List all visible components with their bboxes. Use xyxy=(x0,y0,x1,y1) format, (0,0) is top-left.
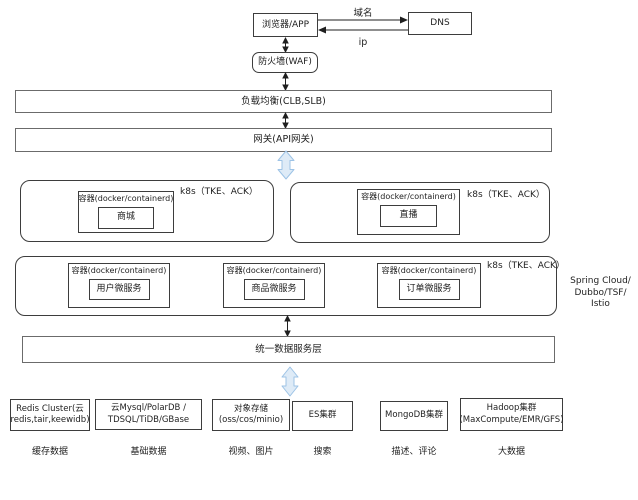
arrow-waf-lb-icon xyxy=(280,72,291,91)
node-mall: 商城 xyxy=(98,206,154,229)
edge-ip-label: ip xyxy=(358,37,368,48)
node-order-microservice: 订单微服务 xyxy=(398,278,460,300)
container-live-title: 容器(docker/containerd) xyxy=(361,192,456,201)
node-object-storage-line-1: 对象存储 xyxy=(233,403,268,414)
node-gateway: 网关(API网关) xyxy=(15,128,552,152)
caption-cache-data: 缓存数据 xyxy=(31,447,68,457)
node-object-storage: 对象存储 (oss/cos/minio) xyxy=(212,399,290,431)
container-user-ms-title: 容器(docker/containerd) xyxy=(71,266,167,275)
container-mall: 容器(docker/containerd) 商城 xyxy=(78,191,174,233)
node-object-storage-line-2: (oss/cos/minio) xyxy=(218,415,284,425)
arrow-browser-waf-icon xyxy=(280,37,291,53)
container-live: 容器(docker/containerd) 直播 xyxy=(357,189,460,235)
node-hadoop-line-2: (MaxCompute/EMR/GFS) xyxy=(459,414,564,425)
node-gateway-label: 网关(API网关) xyxy=(253,134,314,146)
arrow-microservices-datalayer-icon xyxy=(282,315,293,337)
node-hadoop-line-1: Hadoop集群 xyxy=(486,403,537,414)
node-waf-label: 防火墙(WAF) xyxy=(258,57,312,68)
node-load-balancer: 负载均衡(CLB,SLB) xyxy=(15,90,552,113)
framework-line-3: Istio xyxy=(591,299,610,310)
node-mongodb-cluster: MongoDB集群 xyxy=(380,401,448,431)
node-mongodb-cluster-label: MongoDB集群 xyxy=(385,410,443,421)
node-redis-cluster: Redis Cluster(云 redis,tair,keewidb) xyxy=(10,399,90,431)
edge-domain-label: 域名 xyxy=(353,8,373,19)
node-mysql-cluster: 云Mysql/PolarDB / TDSQL/TiDB/GBase xyxy=(95,399,202,430)
arrow-datalayer-storage-icon xyxy=(281,366,299,397)
node-es-cluster-label: ES集群 xyxy=(308,410,337,421)
arrow-ip-to-browser-icon xyxy=(318,25,408,35)
container-user-ms: 容器(docker/containerd) 用户微服务 xyxy=(68,263,170,308)
framework-line-2: Dubbo/TSF/ xyxy=(574,287,627,298)
framework-annotation: Spring Cloud/ Dubbo/TSF/ Istio xyxy=(563,276,638,311)
framework-line-1: Spring Cloud/ xyxy=(570,276,631,286)
node-browser-app-label: 浏览器/APP xyxy=(261,19,310,30)
node-order-microservice-label: 订单微服务 xyxy=(406,283,452,294)
node-user-microservice: 用户微服务 xyxy=(88,278,150,300)
node-load-balancer-label: 负载均衡(CLB,SLB) xyxy=(241,95,326,107)
k8s-label-microservices: k8s（TKE、ACK） xyxy=(487,261,565,271)
node-live-label: 直播 xyxy=(399,210,418,221)
node-mysql-line-1: 云Mysql/PolarDB / xyxy=(111,403,186,414)
container-product-ms: 容器(docker/containerd) 商品微服务 xyxy=(223,263,325,308)
node-redis-line-2: redis,tair,keewidb) xyxy=(10,415,90,425)
node-product-microservice-label: 商品微服务 xyxy=(251,283,297,294)
node-mysql-line-2: TDSQL/TiDB/GBase xyxy=(107,414,190,425)
caption-search: 搜索 xyxy=(313,447,332,457)
k8s-label-mall: k8s（TKE、ACK） xyxy=(180,187,258,197)
node-redis-line-1: Redis Cluster(云 xyxy=(16,403,84,414)
node-dns-label: DNS xyxy=(430,18,450,29)
caption-big-data: 大数据 xyxy=(497,447,525,457)
caption-desc-comment: 描述、评论 xyxy=(391,447,437,457)
node-hadoop-cluster: Hadoop集群 (MaxCompute/EMR/GFS) xyxy=(459,398,564,431)
node-browser-app: 浏览器/APP xyxy=(253,13,318,37)
node-data-layer-label: 统一数据服务层 xyxy=(255,343,322,355)
node-product-microservice: 商品微服务 xyxy=(243,278,305,300)
node-dns: DNS xyxy=(408,12,472,35)
node-es-cluster: ES集群 xyxy=(292,401,353,431)
node-live: 直播 xyxy=(380,204,437,227)
node-data-layer: 统一数据服务层 xyxy=(22,336,555,363)
caption-base-data: 基础数据 xyxy=(130,447,167,457)
node-mall-label: 商城 xyxy=(116,212,135,223)
container-mall-title: 容器(docker/containerd) xyxy=(78,194,174,203)
container-order-ms-title: 容器(docker/containerd) xyxy=(381,266,477,275)
node-waf: 防火墙(WAF) xyxy=(252,52,318,73)
container-order-ms: 容器(docker/containerd) 订单微服务 xyxy=(377,263,481,308)
node-user-microservice-label: 用户微服务 xyxy=(96,283,142,294)
arrow-lb-gateway-icon xyxy=(280,112,291,129)
k8s-label-live: k8s（TKE、ACK） xyxy=(467,190,545,200)
arrow-domain-to-dns-icon xyxy=(318,15,408,25)
caption-video-image: 视频、图片 xyxy=(228,447,274,457)
arrow-gateway-k8s-icon xyxy=(277,150,295,180)
container-product-ms-title: 容器(docker/containerd) xyxy=(226,266,322,275)
